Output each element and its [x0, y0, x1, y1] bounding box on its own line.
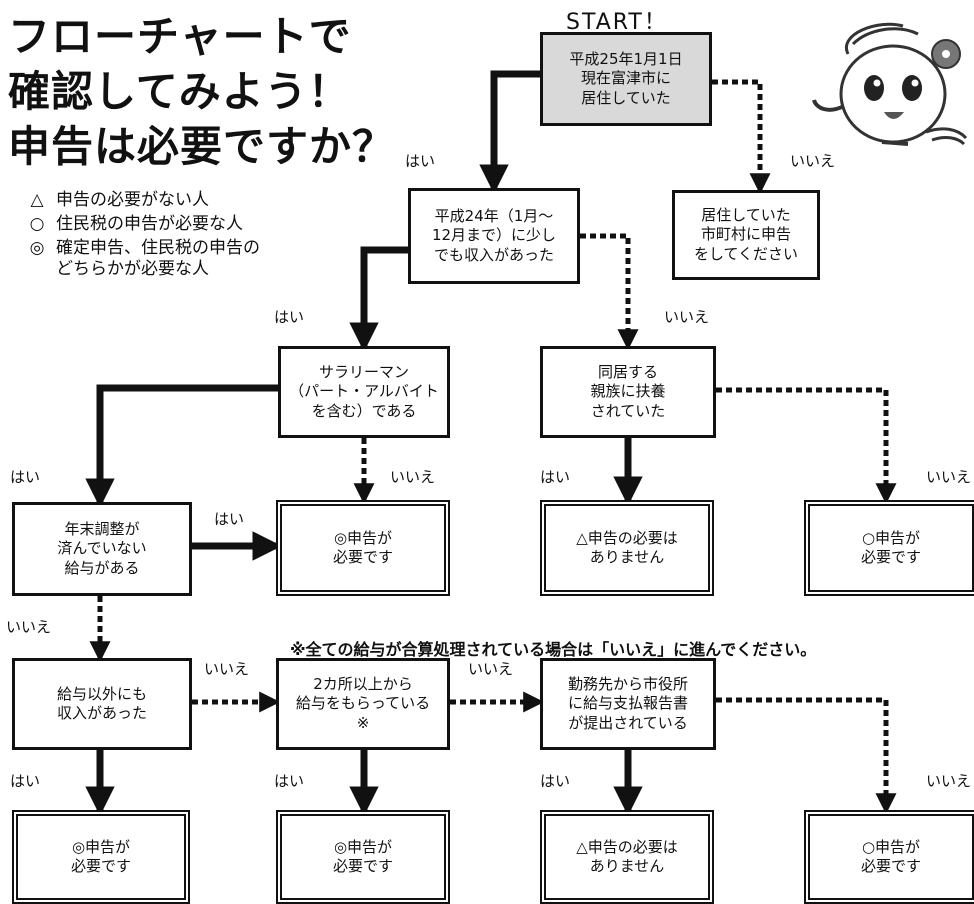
label-no: いいえ: [790, 152, 836, 170]
label-yes: はい: [10, 772, 41, 790]
label-yes: はい: [214, 510, 245, 528]
label-yes: はい: [540, 468, 571, 486]
footnote: ※全ての給与が合算処理されている場合は「いいえ」に進んでください。: [290, 640, 817, 659]
page-title-line-3: 申告は必要ですか？: [8, 122, 396, 171]
result-declaration-required: ◎申告が 必要です: [12, 810, 190, 904]
label-no: いいえ: [468, 660, 514, 678]
label-no: いいえ: [926, 772, 972, 790]
start-label: START！: [566, 10, 668, 35]
legend-symbol: ◎: [29, 238, 45, 258]
legend-symbol: ○: [29, 214, 45, 234]
arrow-yes-salary-to-yearend: [85, 384, 278, 508]
label-yes: はい: [274, 308, 305, 326]
node-salaryman: サラリーマン （パート・アルバイト を含む）である: [278, 346, 450, 438]
arrow-no-report-to-r7: [716, 697, 897, 815]
node-income-2012: 平成24年（1月～ 12月まで）に少し でも収入があった: [408, 188, 580, 284]
node-yearend-adjustment: 年末調整が 済んでいない 給与がある: [12, 502, 192, 596]
node-report-submitted: 勤務先から市役所 に給与支払報告書 が提出されている: [540, 658, 716, 750]
result-resident-tax: ○申告が 必要です: [804, 810, 974, 904]
node-other-city: 居住していた 市町村に申告 をしてください: [672, 190, 820, 280]
legend-item-resident-tax: ○ 住民税の申告が必要な人: [26, 214, 243, 235]
legend-item-none: △ 申告の必要がない人: [26, 190, 209, 211]
page-title-line-1: フローチャートで: [8, 12, 352, 61]
label-yes: はい: [405, 152, 436, 170]
label-no: いいえ: [6, 618, 52, 636]
label-no: いいえ: [390, 468, 436, 486]
arrow-yes-income-to-salaryman: [349, 246, 408, 352]
label-no: いいえ: [204, 660, 250, 678]
legend-text: 住民税の申告が必要な人: [56, 214, 243, 234]
arrow-no-start-to-othercity: [712, 79, 771, 195]
node-start-residence: 平成25年1月1日 現在富津市に 居住していた: [540, 32, 712, 126]
legend-text: 申告の必要がない人: [56, 190, 209, 210]
node-two-places: 2カ所以上から 給与をもらっている ※: [276, 658, 450, 750]
arrow-yes-start-to-income: [479, 70, 540, 194]
node-other-income: 給与以外にも 収入があった: [12, 658, 192, 750]
legend-text: 確定申告、住民税の申告の どちらかが必要な人: [56, 238, 260, 280]
label-no: いいえ: [926, 468, 972, 486]
result-declaration-required: ◎申告が 必要です: [276, 500, 450, 596]
label-yes: はい: [274, 772, 305, 790]
legend-item-either: ◎ 確定申告、住民税の申告の どちらかが必要な人: [26, 238, 260, 281]
legend-symbol: △: [30, 190, 44, 210]
mascot-character-icon: [812, 22, 968, 146]
result-no-declaration: △申告の必要は ありません: [540, 500, 714, 596]
label-yes: はい: [540, 772, 571, 790]
node-dependent: 同居する 親族に扶養 されていた: [540, 346, 716, 438]
result-declaration-required: ◎申告が 必要です: [276, 810, 450, 904]
page-title-line-2: 確認してみよう！: [8, 67, 351, 116]
result-no-declaration: △申告の必要は ありません: [540, 810, 714, 904]
result-resident-tax: ○申告が 必要です: [804, 500, 974, 596]
arrow-no-income-to-dependent: [580, 233, 639, 351]
label-no: いいえ: [664, 308, 710, 326]
label-yes: はい: [10, 468, 41, 486]
arrow-no-dependent-to-r3: [716, 387, 897, 505]
